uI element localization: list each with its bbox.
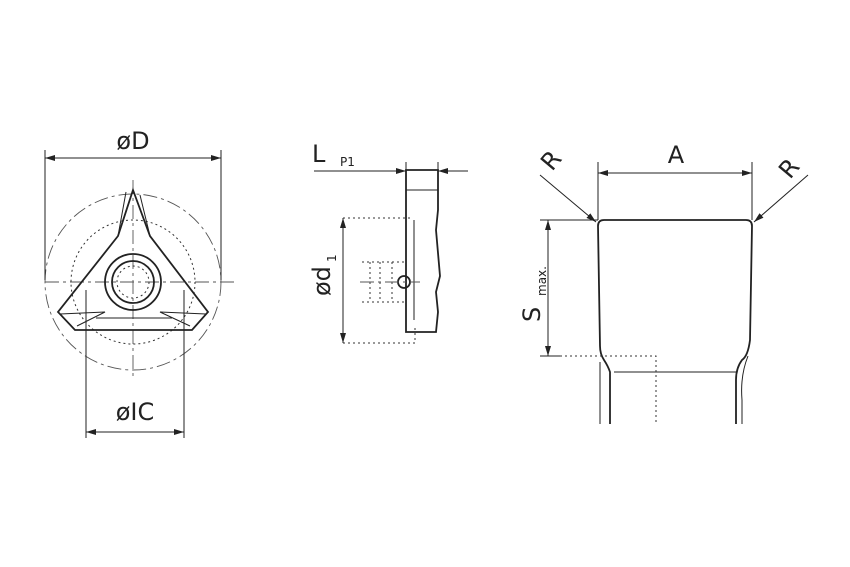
profile-shank-right bbox=[741, 355, 749, 424]
ic-label: øIC bbox=[116, 398, 155, 426]
r-left-label: R bbox=[535, 145, 567, 176]
lp1-label: L bbox=[312, 140, 326, 168]
side-insert-outline bbox=[405, 169, 441, 333]
s-label: S bbox=[518, 307, 546, 322]
center-hole-thread bbox=[116, 265, 150, 299]
side-view: L P1 ød 1 bbox=[308, 140, 468, 344]
center-hole-outer bbox=[104, 253, 162, 311]
profile-outline-left bbox=[597, 225, 611, 424]
a-label: A bbox=[668, 141, 685, 169]
lp1-subscript: P1 bbox=[340, 155, 355, 169]
profile-outline-right bbox=[597, 219, 753, 424]
inscribed-circle bbox=[70, 219, 196, 345]
outer-diameter-circle bbox=[44, 193, 222, 371]
profile-hidden-lines bbox=[560, 355, 657, 424]
profile-shank-lines bbox=[599, 362, 736, 424]
center-hole-inner bbox=[111, 260, 155, 304]
d1-subscript: 1 bbox=[325, 254, 339, 262]
profile-view: A R R S max. bbox=[518, 141, 809, 424]
r-left-leader bbox=[539, 174, 597, 223]
r-right-leader bbox=[753, 174, 809, 223]
d1-label: ød bbox=[308, 266, 336, 296]
d-label: øD bbox=[116, 127, 149, 155]
cutting-edge-lines bbox=[59, 191, 207, 327]
side-hidden-lines bbox=[343, 217, 416, 344]
s-subscript: max. bbox=[535, 266, 549, 296]
top-view: øD øIC bbox=[44, 127, 235, 438]
r-right-label: R bbox=[773, 153, 805, 184]
insert-outline bbox=[56, 187, 210, 331]
